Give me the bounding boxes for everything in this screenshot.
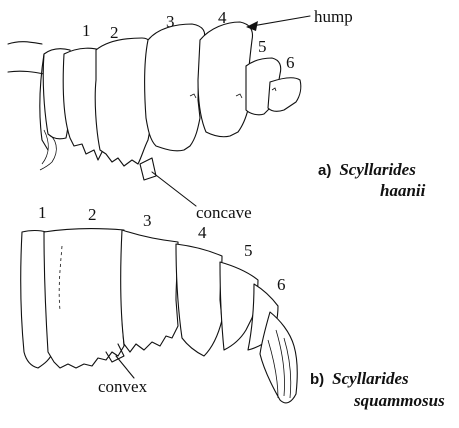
segment-3-a: [95, 38, 151, 166]
segment-4-b: [176, 244, 222, 356]
seg-label-b-2: 2: [88, 205, 97, 224]
convex-pointer-line: [116, 356, 134, 378]
convex-label: convex: [98, 377, 148, 396]
panel-b-drawing: [21, 229, 298, 403]
seg-label-b-3: 3: [143, 211, 152, 230]
panel-a-letter: a): [318, 162, 331, 179]
seg-label-a-3: 3: [166, 12, 175, 31]
carapace-top-a: [8, 42, 42, 44]
seg-label-a-4: 4: [218, 8, 227, 27]
carapace-mid-a: [8, 71, 44, 74]
panel-a-caption: a) Scyllarides: [318, 160, 416, 179]
panel-b-letter: b): [310, 371, 324, 388]
seg-label-a-6: 6: [286, 53, 295, 72]
concave-pointer-line: [152, 172, 196, 206]
seg-label-b-5: 5: [244, 241, 253, 260]
segment-5-a: [198, 22, 253, 137]
seg-label-b-4: 4: [198, 223, 207, 242]
panel-a-species: haanii: [380, 181, 426, 200]
segment-3-b: [121, 230, 178, 352]
panel-a-drawing: [8, 22, 301, 170]
hump-pointer: [246, 16, 310, 31]
seg-label-a-5: 5: [258, 37, 267, 56]
panel-b-caption: b) Scyllarides: [310, 369, 409, 388]
panel-b-genus: Scyllarides: [332, 369, 409, 388]
panel-a-genus: Scyllarides: [339, 160, 416, 179]
seg-label-a-1: 1: [82, 21, 91, 40]
concave-pointer: [140, 158, 196, 206]
seg-label-b-1: 1: [38, 203, 47, 222]
concave-bracket: [140, 158, 156, 180]
seg-label-b-6: 6: [277, 275, 286, 294]
concave-label: concave: [196, 203, 252, 222]
segment-2-b: [44, 229, 125, 368]
hump-label: hump: [314, 7, 353, 26]
appendage-a-2: [42, 130, 48, 164]
seg-label-a-2: 2: [110, 23, 119, 42]
panel-b-species: squammosus: [353, 391, 445, 410]
segment-4-a: [145, 24, 205, 151]
telson-a: [268, 78, 301, 111]
hump-pointer-line: [252, 16, 310, 26]
